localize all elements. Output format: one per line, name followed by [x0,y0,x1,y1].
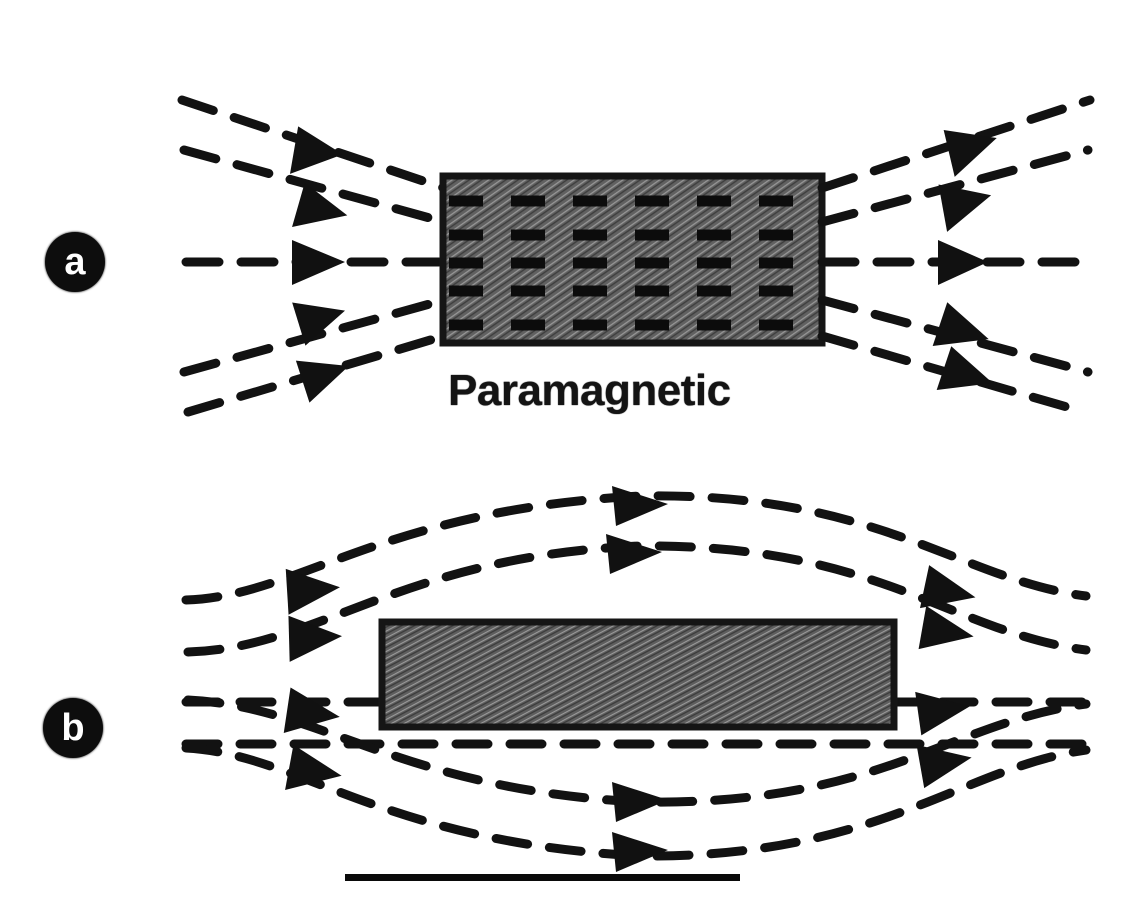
arrowhead-a-out-3 [938,240,988,285]
paramagnetic-caption: Paramagnetic [448,366,731,415]
arrowhead-a-out-4 [932,302,989,346]
diamagnetic-block [378,618,898,731]
arrowhead-a-in-5 [295,360,349,403]
arrowhead-a-out-1 [943,129,997,177]
arrowhead-b-left-1 [285,568,340,615]
field-line-a-in-2 [179,145,449,227]
bottom-rule [345,874,740,881]
arrowhead-b-left-3 [283,687,340,734]
arrowhead-a-in-3 [292,240,345,285]
arrowhead-b-top-inner [606,534,662,574]
arrowhead-b-bottom-outer [612,832,668,872]
panel-a-arrowheads-out [932,129,997,390]
arrowhead-b-right-1 [919,565,976,609]
arrowhead-a-out-5 [936,346,993,390]
arrowhead-b-right-4 [916,744,972,789]
panel-label-b: b [43,698,103,758]
panel-a-arrowheads-in [289,126,349,403]
arrowhead-a-in-4 [292,302,346,346]
arrowhead-b-left-4 [285,744,342,791]
arrowhead-a-in-2 [292,182,348,227]
diamagnetic-block-body [378,618,898,731]
arrowhead-b-right-3 [915,691,970,736]
panel-b-arrowheads [283,486,976,872]
panel-label-a: a [45,232,105,292]
arrowhead-a-out-2 [938,184,992,232]
arrowhead-b-left-2 [288,615,343,662]
arrowhead-b-top-outer [612,486,668,526]
field-line-a-out-2 [817,145,1093,227]
arrowhead-b-bottom-inner [612,782,668,822]
arrowhead-b-right-2 [918,605,974,650]
arrowhead-a-in-1 [289,126,343,174]
paramagnetic-block [439,172,826,347]
